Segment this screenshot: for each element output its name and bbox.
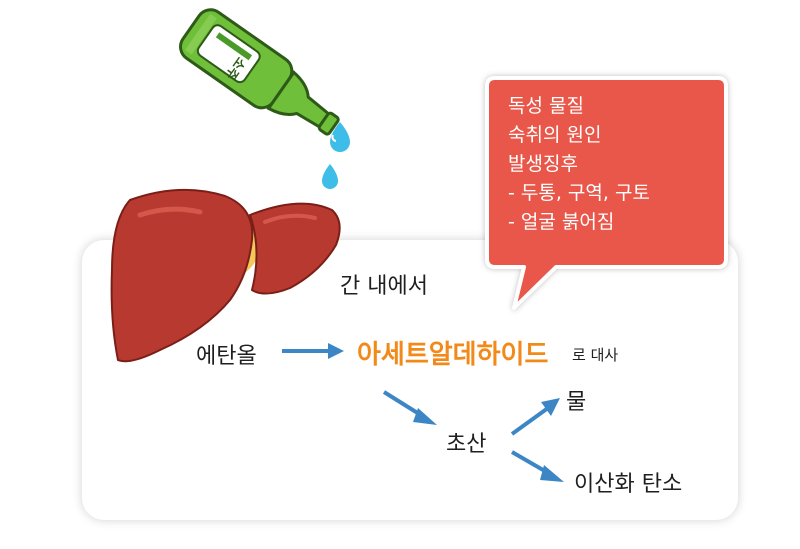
callout-bubble <box>485 76 728 310</box>
drop-icon <box>322 164 338 189</box>
arrow-acetic-acid-to-water <box>510 398 560 436</box>
diagram-title: 간 내에서 <box>340 274 428 299</box>
acetaldehyde-label: 아세트알데하이드 <box>357 340 549 370</box>
water-label: 물 <box>566 390 587 415</box>
co2-label: 이산화 탄소 <box>574 472 683 497</box>
drop-icon <box>330 122 350 152</box>
arrow-ethanol-to-acetaldehyde <box>282 343 344 359</box>
metabolized-suffix: 로 대사 <box>572 346 619 364</box>
arrow-acetic-acid-to-co2 <box>510 450 564 482</box>
arrow-acetaldehyde-to-acetic-acid <box>382 390 437 425</box>
ethanol-label: 에탄올 <box>196 344 257 369</box>
callout-line: 발생징후 <box>508 153 578 175</box>
callout-line: 독성 물질 <box>508 95 584 117</box>
callout-text: 독성 물질 숙취의 원인 발생징후 - 두통, 구역, 구토 - 얼굴 붉어짐 <box>508 92 708 237</box>
liver-icon <box>110 188 341 363</box>
callout-line: 숙취의 원인 <box>508 124 602 146</box>
callout-line: - 얼굴 붉어짐 <box>508 211 615 233</box>
callout-line: - 두통, 구역, 구토 <box>508 182 650 204</box>
acetic-acid-label: 초산 <box>446 432 487 457</box>
soju-bottle-icon <box>179 8 340 136</box>
